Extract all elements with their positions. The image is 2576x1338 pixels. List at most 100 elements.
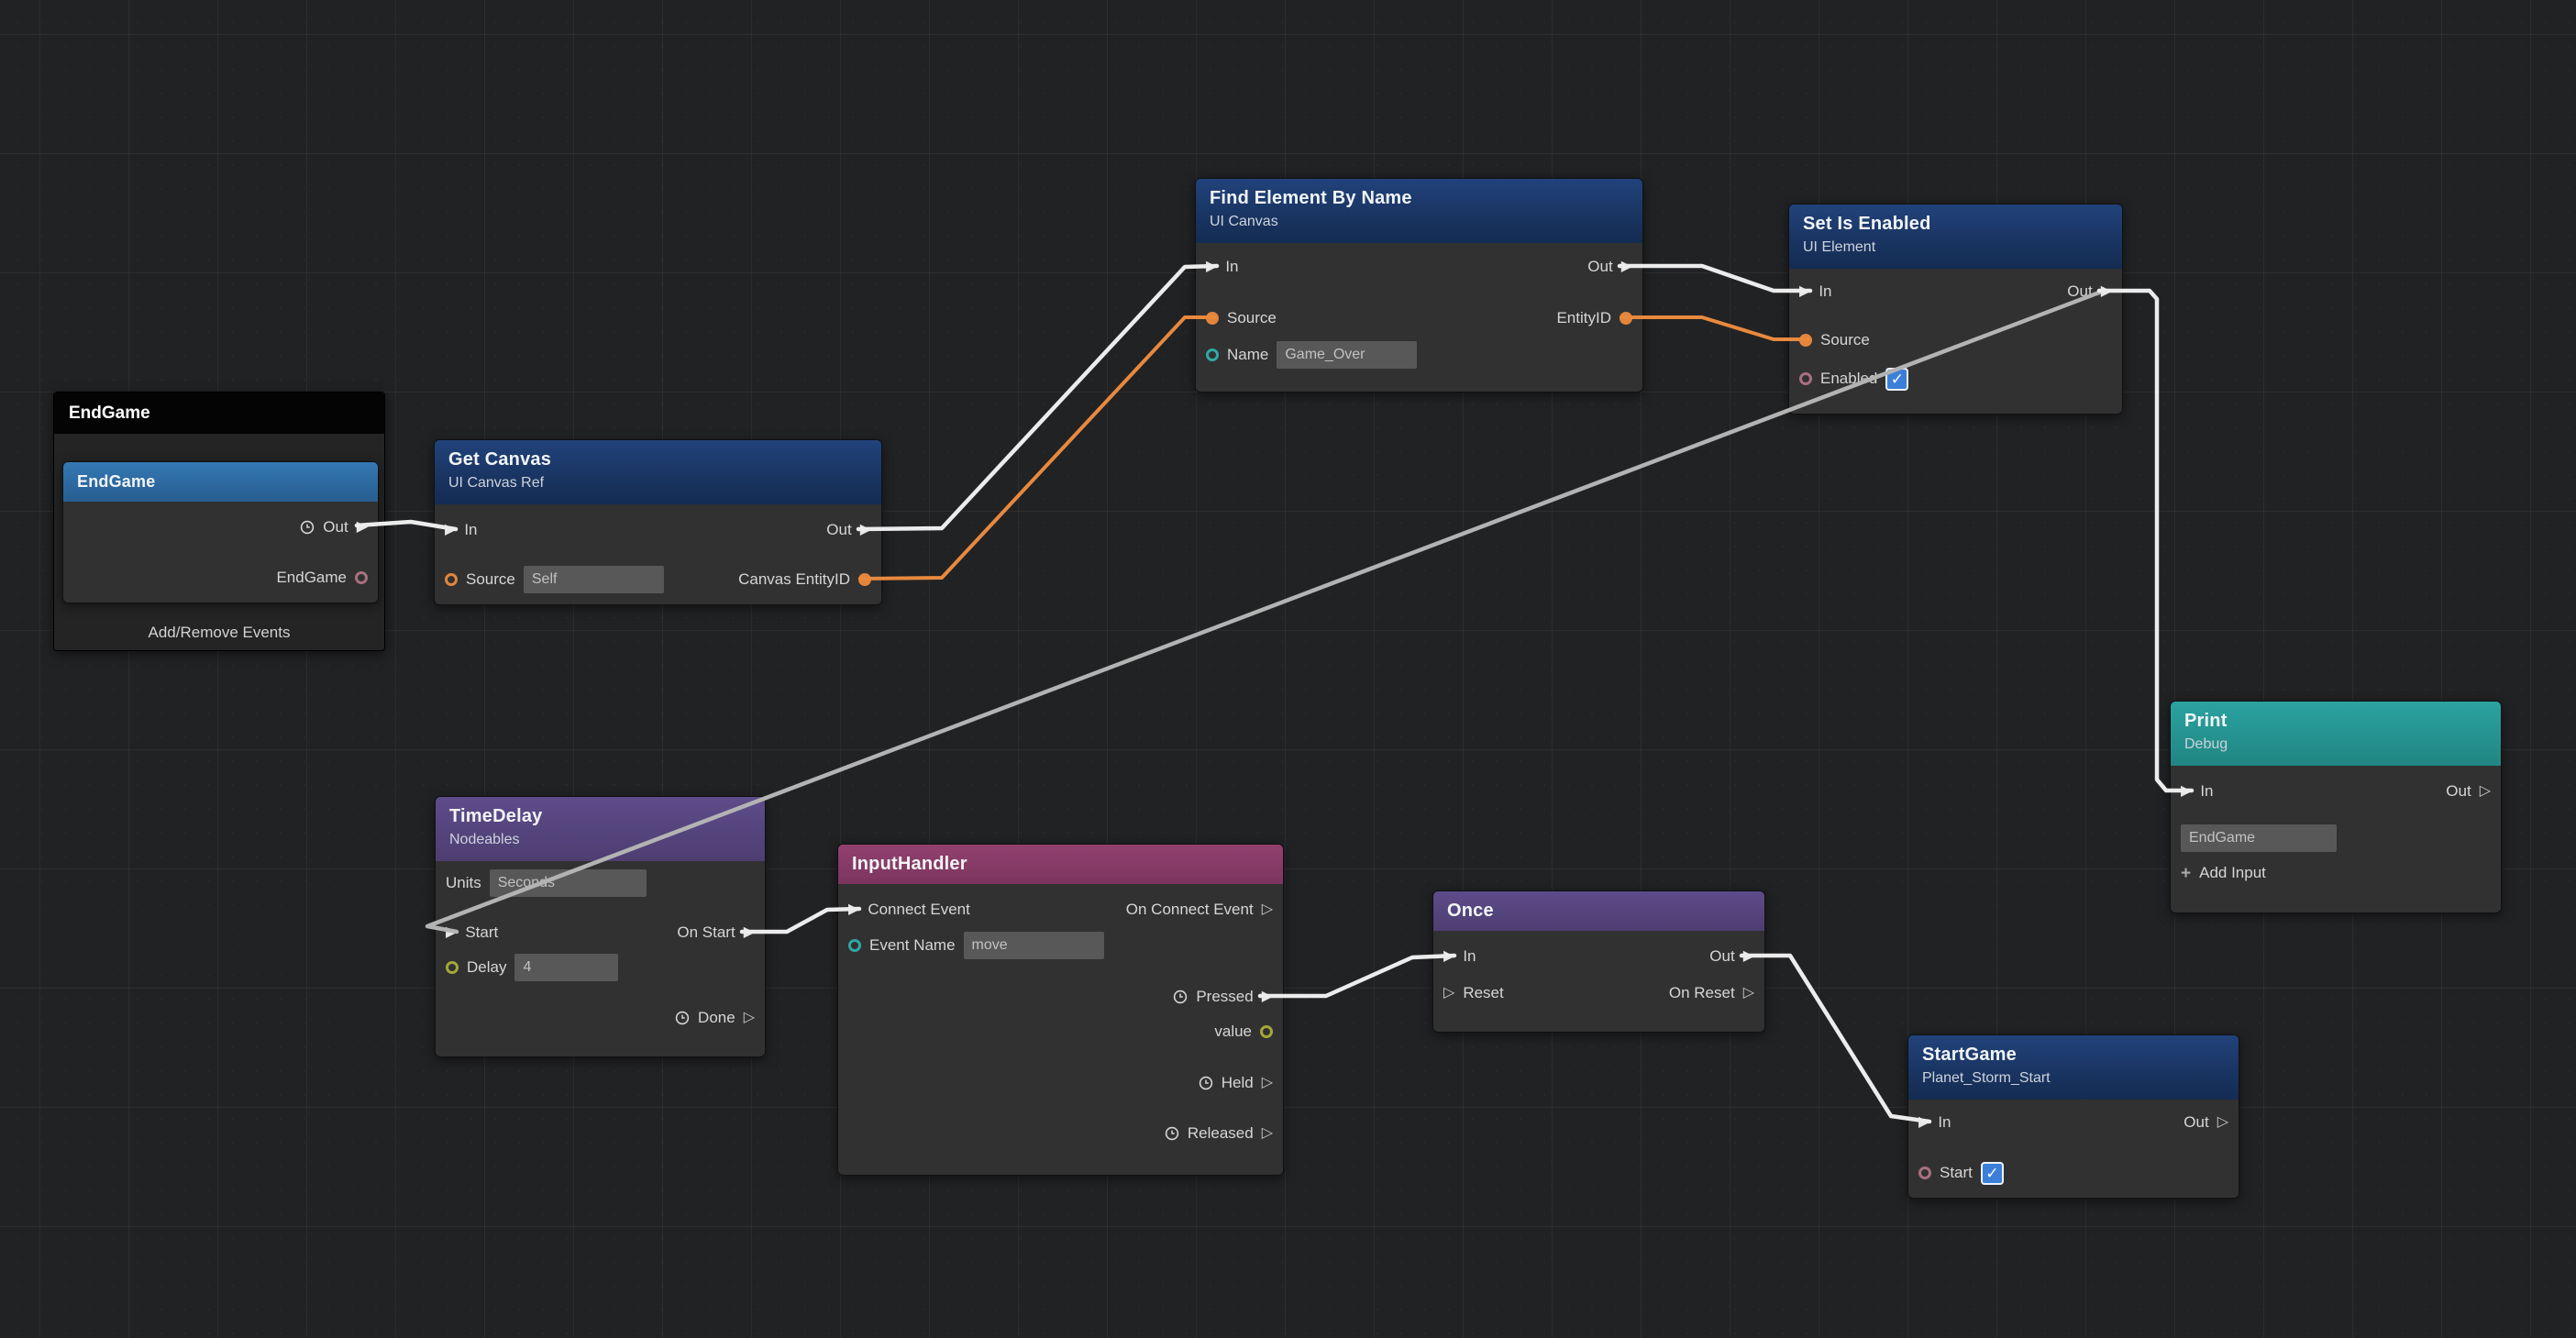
event-name-value-field[interactable]: move (963, 932, 1104, 959)
value-pin-label: value (1214, 1023, 1252, 1040)
exec-out-pin[interactable]: ▷ (2479, 783, 2491, 799)
node-title: Once (1447, 901, 1494, 921)
node-time-delay[interactable]: TimeDelay Nodeables Units Seconds ▶ Star… (435, 796, 766, 1057)
on-reset-pin-label: On Reset (1668, 984, 1735, 1001)
node-title: Find Element By Name (1210, 188, 1412, 208)
node-header: Once (1433, 891, 1764, 931)
print-value-field[interactable]: EndGame (2181, 824, 2337, 852)
exec-in-pin[interactable]: ▶ (1918, 1114, 1930, 1130)
exec-in-pin[interactable]: ▶ (445, 522, 457, 537)
node-input-handler[interactable]: InputHandler ▶ Connect Event On Connect … (837, 844, 1284, 1176)
in-pin-label: In (464, 521, 478, 538)
node-subtitle: UI Canvas (1210, 214, 1278, 229)
out-pin-label: Out (826, 521, 852, 538)
exec-held-pin[interactable]: ▷ (1261, 1075, 1273, 1090)
units-label: Units (446, 874, 481, 891)
latent-clock-icon (1199, 1076, 1212, 1090)
exec-in-pin[interactable]: ▶ (1799, 283, 1811, 299)
exec-in-pin[interactable]: ▶ (1443, 948, 1455, 964)
node-print[interactable]: Print Debug ▶ In Out ▷ EndGame + Add Inp… (2170, 701, 2502, 913)
canvas-entityid-data-pin[interactable] (858, 573, 871, 586)
event-name-pin-label: Event Name (869, 936, 956, 954)
units-value-field[interactable]: Seconds (489, 869, 647, 897)
canvas-entityid-pin-label: Canvas EntityID (738, 570, 850, 588)
source-data-pin[interactable] (1799, 334, 1812, 347)
out-pin-label: Out (1587, 258, 1613, 275)
wire-once-to-startgame (1739, 953, 1932, 1124)
node-set-is-enabled[interactable]: Set Is Enabled UI Element ▶ In Out ▶ Sou… (1788, 204, 2123, 415)
latent-clock-icon (1174, 990, 1188, 1004)
source-pin-label: Source (466, 570, 515, 588)
endgame-data-pin[interactable] (355, 571, 368, 584)
node-endgame-event-wrapper[interactable]: EndGame EndGame Out ▶ EndGame Add/Remove… (53, 392, 385, 651)
exec-in-pin[interactable]: ▶ (1206, 259, 1218, 274)
plus-icon: + (2181, 863, 2192, 883)
exec-released-pin[interactable]: ▷ (1261, 1125, 1273, 1141)
event-name-data-pin[interactable] (848, 939, 861, 952)
wire-canvasentityid-to-source (858, 315, 1217, 581)
entityid-data-pin[interactable] (1620, 312, 1632, 325)
exec-out-pin[interactable]: ▶ (356, 519, 368, 535)
exec-start-pin[interactable]: ▶ (446, 924, 458, 940)
node-header: Get Canvas UI Canvas Ref (435, 440, 881, 504)
source-value-field[interactable]: Self (523, 566, 664, 593)
node-header: Find Element By Name UI Canvas (1196, 179, 1642, 243)
node-start-game[interactable]: StartGame Planet_Storm_Start ▶ In Out ▷ … (1907, 1034, 2239, 1199)
exec-out-pin[interactable]: ▷ (2217, 1114, 2228, 1130)
node-title: EndGame (77, 472, 156, 491)
out-pin-label: Out (1709, 947, 1735, 965)
delay-pin-label: Delay (467, 958, 507, 976)
node-find-element-by-name[interactable]: Find Element By Name UI Canvas ▶ In Out … (1195, 178, 1643, 393)
pressed-pin-label: Pressed (1196, 988, 1254, 1005)
add-input-button[interactable]: Add Input (2199, 864, 2266, 881)
source-data-pin[interactable] (445, 573, 458, 586)
node-get-canvas[interactable]: Get Canvas UI Canvas Ref ▶ In Out ▶ Sour… (434, 439, 882, 605)
exec-out-pin[interactable]: ▶ (859, 522, 871, 537)
delay-value-field[interactable]: 4 (514, 954, 619, 981)
delay-data-pin[interactable] (446, 961, 459, 974)
done-pin-label: Done (698, 1009, 735, 1026)
reset-pin-label: Reset (1463, 984, 1504, 1001)
out-pin-label: Out (323, 518, 348, 536)
exec-connect-event-pin[interactable]: ▶ (848, 901, 860, 917)
entityid-pin-label: EntityID (1556, 309, 1611, 326)
exec-on-reset-pin[interactable]: ▷ (1742, 985, 1754, 1001)
enabled-data-pin[interactable] (1799, 372, 1812, 385)
enabled-checkbox[interactable]: ✓ (1885, 367, 1909, 391)
wire-entityid-to-source (1620, 315, 1810, 341)
out-pin-label: Out (2067, 282, 2093, 300)
exec-done-pin[interactable]: ▷ (743, 1010, 755, 1025)
value-data-pin[interactable] (1260, 1025, 1273, 1038)
start-data-pin[interactable] (1918, 1167, 1931, 1179)
exec-reset-pin[interactable]: ▷ (1443, 985, 1455, 1001)
name-value-field[interactable]: Game_Over (1277, 341, 1418, 369)
source-pin-label: Source (1820, 331, 1870, 348)
exec-out-pin[interactable]: ▶ (1742, 948, 1754, 964)
in-pin-label: In (1819, 282, 1832, 300)
node-endgame-event[interactable]: EndGame Out ▶ EndGame (62, 461, 379, 603)
start-checkbox[interactable]: ✓ (1980, 1161, 2004, 1185)
node-header: StartGame Planet_Storm_Start (1908, 1035, 2239, 1100)
check-icon: ✓ (1985, 1164, 1999, 1182)
exec-on-connect-event-pin[interactable]: ▷ (1261, 901, 1273, 917)
node-once[interactable]: Once ▶ In Out ▶ ▷ Reset On Reset ▷ (1432, 890, 1765, 1033)
exec-out-pin[interactable]: ▶ (2100, 283, 2112, 299)
wire-findelement-to-setisenabled (1617, 263, 1813, 293)
source-data-pin[interactable] (1206, 312, 1219, 325)
node-subtitle: UI Element (1803, 239, 1876, 255)
node-header: InputHandler (838, 845, 1283, 884)
add-remove-events-button[interactable]: Add/Remove Events (148, 624, 291, 641)
out-pin-label: Out (2184, 1113, 2209, 1131)
node-subtitle: Nodeables (449, 832, 520, 847)
start-pin-label: Start (1940, 1164, 1973, 1181)
endgame-pin-label: EndGame (276, 569, 347, 586)
released-pin-label: Released (1187, 1124, 1254, 1142)
node-title: InputHandler (852, 854, 967, 874)
exec-out-pin[interactable]: ▶ (1620, 259, 1632, 274)
exec-pressed-pin[interactable]: ▶ (1261, 989, 1273, 1004)
exec-on-start-pin[interactable]: ▶ (743, 924, 755, 940)
out-pin-label: Out (2446, 782, 2471, 800)
name-data-pin[interactable] (1206, 348, 1219, 361)
exec-in-pin[interactable]: ▶ (2181, 783, 2193, 799)
